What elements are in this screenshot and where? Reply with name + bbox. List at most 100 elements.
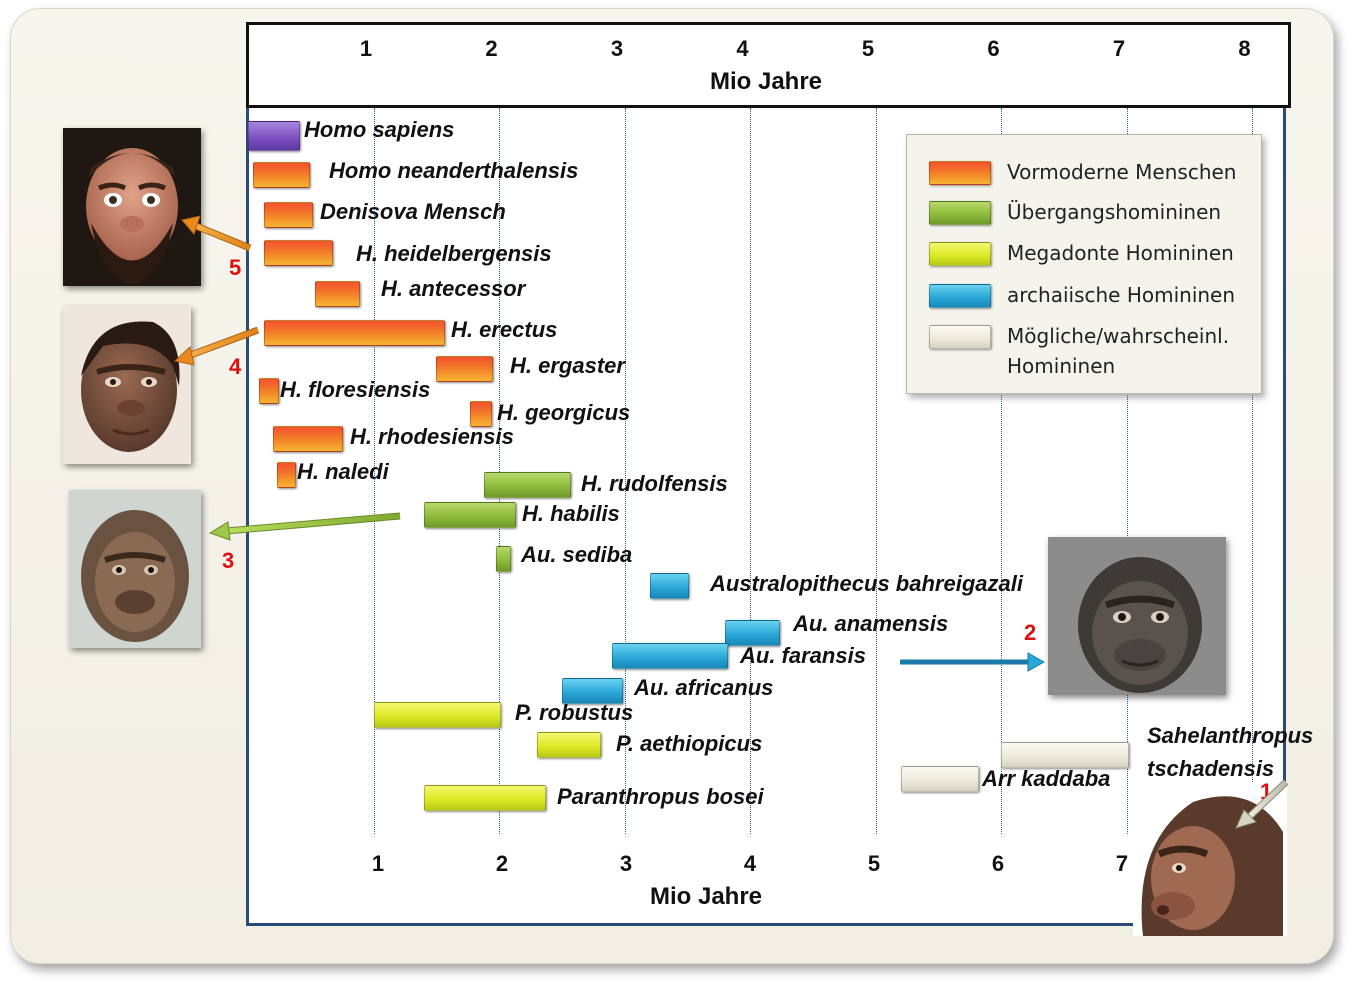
portrait-afarensis [1048, 537, 1226, 695]
range-bar [496, 546, 512, 572]
species-label: H. rudolfensis [581, 471, 728, 496]
species-label: Homo sapiens [304, 117, 455, 142]
species-label-line: Sahelanthropus [1147, 723, 1314, 748]
species-label: Au. sediba [521, 542, 633, 567]
species-label: H. floresiensis [280, 377, 431, 402]
face-illustration-icon [86, 148, 178, 284]
range-bar [900, 766, 980, 792]
range-bar [423, 502, 517, 528]
top-tick-label: 3 [610, 36, 624, 61]
species-label: Au. africanus [634, 675, 774, 700]
portrait-habilis [69, 490, 201, 648]
range-bar [724, 620, 780, 646]
gridline-8 [1252, 108, 1253, 834]
bottom-tick-label: 7 [1115, 851, 1129, 876]
gridline-6 [1001, 108, 1002, 834]
gridline-4 [750, 108, 751, 834]
gridline-3 [624, 108, 626, 834]
legend-label: archaiische Homininen [1007, 283, 1236, 307]
face-illustration-icon [1078, 557, 1202, 693]
legend-swatch [929, 201, 991, 225]
portrait-erectus [63, 306, 191, 464]
top-tick-label: 1 [359, 36, 373, 61]
legend-label-line: Homininen [1007, 354, 1116, 378]
range-bar [264, 202, 313, 228]
bottom-tick-label: 1 [371, 851, 385, 876]
face-illustration-icon [81, 321, 180, 452]
range-bar [373, 702, 501, 728]
species-label: Paranthropus bosei [557, 784, 764, 809]
reference-number: 4 [229, 354, 242, 379]
species-label: Arr kaddaba [982, 766, 1111, 791]
reference-number: 3 [222, 548, 235, 573]
legend-label: Übergangshomininen [1007, 200, 1222, 224]
species-label: H. heidelbergensis [356, 241, 552, 266]
range-bar [561, 678, 623, 704]
range-bar [611, 643, 729, 669]
range-bar [273, 426, 343, 452]
species-label: H. erectus [451, 317, 558, 342]
range-bar [483, 472, 572, 498]
gridline-7 [1126, 108, 1128, 834]
top-tick-label: 2 [485, 36, 498, 61]
reference-number: 5 [229, 255, 242, 280]
bottom-tick-label: 3 [619, 851, 633, 876]
species-label: Au. anamensis [793, 611, 949, 636]
species-label: H. naledi [297, 459, 389, 484]
top-tick-label: 7 [1112, 36, 1126, 61]
species-label: Homo neanderthalensis [329, 158, 579, 183]
species-label-line: tschadensis [1147, 756, 1275, 781]
species-label: H. ergaster [510, 353, 625, 378]
top-axis-title: Mio Jahre [709, 68, 823, 95]
species-label: Sahelanthropus tschadensis [1147, 719, 1313, 785]
range-bar [264, 240, 333, 266]
top-axis-box [246, 22, 1291, 108]
range-bar [423, 785, 547, 811]
species-label: H. rhodesiensis [350, 424, 514, 449]
species-label: H. antecessor [381, 276, 526, 301]
bottom-tick-label: 2 [495, 851, 509, 876]
species-label: P. robustus [515, 700, 634, 725]
range-bar [536, 732, 602, 758]
reference-number: 2 [1024, 620, 1037, 645]
top-tick-label: 6 [987, 36, 1000, 61]
legend-swatch [929, 325, 991, 349]
species-label: H. habilis [522, 501, 620, 526]
gridline-2 [499, 108, 500, 834]
gridline-1 [373, 108, 375, 834]
gridline-5 [875, 108, 877, 834]
range-bar [264, 320, 445, 346]
range-bar [649, 573, 690, 599]
range-bar [436, 356, 494, 382]
legend-swatch [929, 161, 991, 185]
species-label: Australopithecus bahreigazali [710, 571, 1023, 596]
legend-swatch [929, 242, 991, 266]
top-tick-label: 5 [861, 36, 875, 61]
legend-label: Vormoderne Menschen [1007, 160, 1237, 184]
range-bar [276, 462, 297, 488]
range-bar [470, 401, 493, 427]
range-bar [1001, 742, 1129, 768]
bottom-tick-label: 6 [991, 851, 1005, 876]
species-label: Au. faransis [740, 643, 866, 668]
legend-label: Megadonte Homininen [1007, 241, 1234, 265]
top-tick-label: 4 [736, 36, 749, 61]
face-illustration-icon [1141, 796, 1283, 936]
face-illustration-icon [81, 510, 189, 642]
range-bar [253, 162, 311, 188]
reference-number: 1 [1260, 779, 1273, 804]
legend-label-line: Mögliche/wahrscheinl. [1007, 324, 1230, 348]
range-bar [314, 281, 361, 307]
species-label: H. georgicus [497, 400, 631, 425]
range-bar [259, 378, 279, 404]
bottom-axis-title: Mio Jahre [649, 883, 763, 910]
portrait-sahelanthropus [1133, 782, 1287, 936]
species-label: P. aethiopicus [616, 731, 763, 756]
top-tick-label: 8 [1238, 36, 1251, 61]
bottom-tick-label: 4 [743, 851, 757, 876]
legend-label: Mögliche/wahrscheinl. Homininen [1007, 321, 1267, 381]
range-bar [248, 121, 301, 151]
portrait-heidelbergensis [63, 128, 201, 286]
